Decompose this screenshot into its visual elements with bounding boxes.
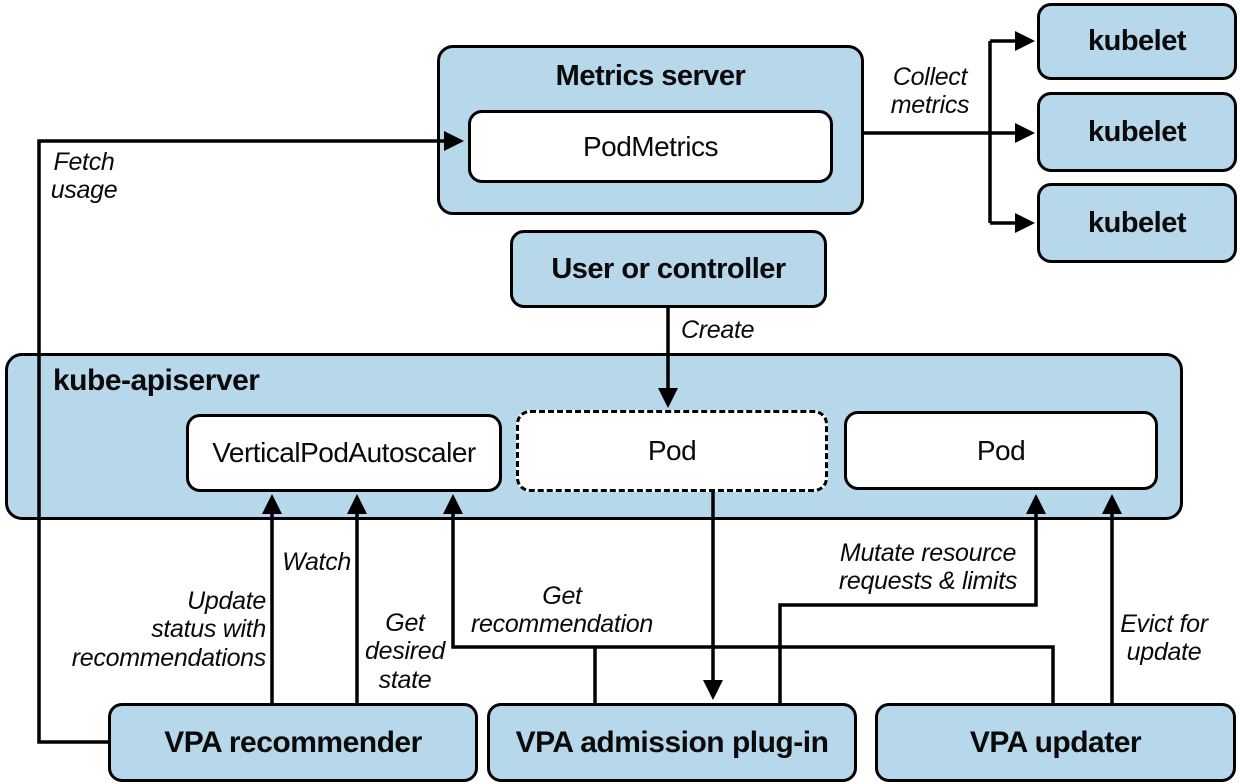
label-get-recommendation: Get recommendation [470,582,653,639]
edge-get-recommendation [443,494,1055,703]
kubelet-label-1: kubelet [1087,25,1187,57]
label-create: Create [681,316,755,344]
label-evict: Evict for update [1120,610,1208,667]
edge-fetch-usage [37,131,464,744]
edge-watch-desired-state [347,494,367,703]
label-get-desired-state: Get desired state [365,609,445,694]
kubelet-box-3: kubelet [1037,183,1237,263]
kube-apiserver-label: kube-apiserver [53,364,260,397]
podmetrics-label: PodMetrics [582,130,719,162]
vpa-admission-plugin-label: VPA admission plug-in [515,725,829,759]
vpa-updater-box: VPA updater [875,703,1236,782]
metrics-server-label: Metrics server [555,60,746,92]
pod-solid-label: Pod [976,434,1026,466]
pod-solid-box: Pod [844,411,1158,490]
podmetrics-box: PodMetrics [468,110,833,183]
verticalpodautoscaler-label: VerticalPodAutoscaler [212,437,476,468]
vpa-updater-label: VPA updater [969,725,1142,759]
label-watch: Watch [282,548,351,576]
label-mutate: Mutate resource requests & limits [838,539,1018,596]
user-or-controller-box: User or controller [510,230,827,308]
label-fetch-usage: Fetch usage [50,148,118,205]
kubelet-box-2: kubelet [1037,92,1237,172]
pod-dashed-box: Pod [516,410,828,492]
edge-mutate [778,494,1046,703]
vpa-recommender-box: VPA recommender [108,703,478,782]
edge-create [658,308,678,408]
label-update-status: Update status with recommendations [71,587,267,672]
kubelet-label-3: kubelet [1087,206,1187,239]
edge-collect-metrics [864,31,1035,233]
edge-evict [1102,494,1122,703]
vpa-recommender-label: VPA recommender [164,725,422,759]
edge-update-status [262,494,282,703]
kubelet-box-1: kubelet [1037,3,1237,80]
label-collect-metrics: Collect metrics [890,63,970,120]
user-or-controller-label: User or controller [551,252,786,285]
edge-pod-to-admission [703,492,723,700]
kubelet-label-2: kubelet [1087,115,1187,148]
pod-dashed-label: Pod [647,435,697,466]
vpa-admission-plugin-box: VPA admission plug-in [487,703,857,782]
verticalpodautoscaler-box: VerticalPodAutoscaler [186,414,502,492]
